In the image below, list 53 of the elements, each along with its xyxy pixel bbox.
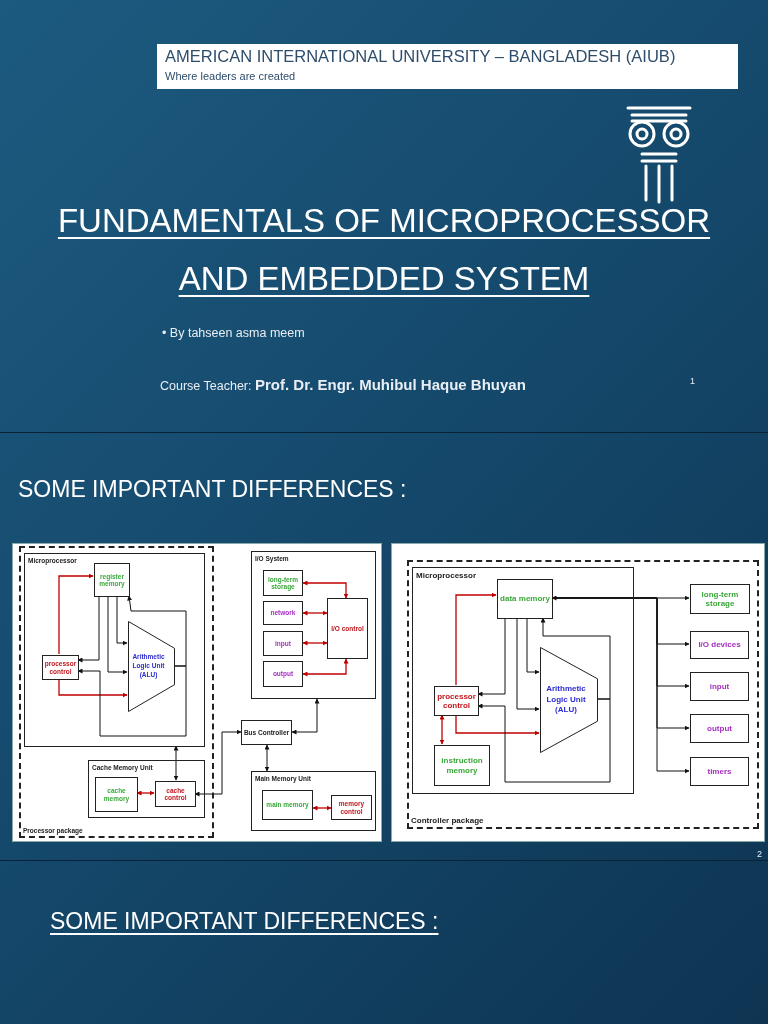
arrow — [516, 617, 540, 712]
arrow — [264, 744, 270, 772]
arrow — [116, 595, 128, 646]
alu-block: Arithmetic Logic Unit (ALU) — [540, 647, 598, 753]
author-line: • By tahseen asma meem — [162, 326, 305, 340]
process-box: data memory — [497, 579, 553, 619]
arrow — [302, 610, 328, 616]
arrow — [455, 714, 540, 736]
arrow — [302, 640, 328, 646]
arrow — [302, 658, 349, 677]
arrow — [173, 745, 179, 781]
arrow — [291, 698, 320, 735]
process-box: instruction memory — [434, 745, 490, 786]
arrow — [526, 617, 540, 675]
teacher-line: Course Teacher: Prof. Dr. Engr. Muhibul Haque Bhuyan — [160, 376, 526, 393]
arrow — [312, 805, 332, 811]
group-frame — [19, 546, 214, 838]
process-box: long-term storage — [690, 584, 750, 614]
arrow — [77, 665, 187, 737]
group-frame — [251, 551, 376, 699]
arrow — [302, 580, 349, 599]
group-title: Microprocessor — [416, 571, 477, 580]
arrow — [107, 595, 128, 675]
group-frame — [24, 553, 205, 747]
group-title: Controller package — [411, 816, 484, 825]
process-box: I/O devices — [690, 631, 749, 659]
slide-title: FUNDAMENTALS OF MICROPROCESSOR AND EMBEDDED SYSTEM — [56, 201, 712, 299]
arrow — [439, 714, 445, 745]
group-frame — [412, 567, 634, 794]
slide-heading: SOME IMPORTANT DIFFERENCES : — [50, 908, 439, 935]
page-number: 2 — [757, 849, 762, 859]
process-box: input — [690, 672, 749, 701]
arrow — [477, 698, 611, 783]
slide-heading: SOME IMPORTANT DIFFERENCES : — [18, 476, 407, 503]
group-frame — [88, 760, 205, 818]
university-name: AMERICAN INTERNATIONAL UNIVERSITY – BANGLADESH (AIUB) — [165, 47, 676, 66]
arrow — [58, 678, 128, 698]
arrow — [127, 595, 187, 667]
arrow — [540, 617, 611, 700]
tagline: Where leaders are created — [165, 70, 296, 82]
group-frame — [407, 560, 759, 829]
arrow — [455, 592, 497, 686]
arrow — [136, 790, 155, 796]
arrow — [477, 617, 506, 697]
process-box: output — [690, 714, 749, 743]
group-frame — [251, 771, 376, 831]
arrow — [194, 729, 242, 797]
process-box: timers — [690, 757, 749, 786]
page-number: 1 — [690, 376, 695, 386]
arrow — [551, 595, 690, 601]
process-box: processor control — [434, 686, 479, 716]
arrow — [77, 595, 100, 663]
arrow — [58, 573, 94, 655]
